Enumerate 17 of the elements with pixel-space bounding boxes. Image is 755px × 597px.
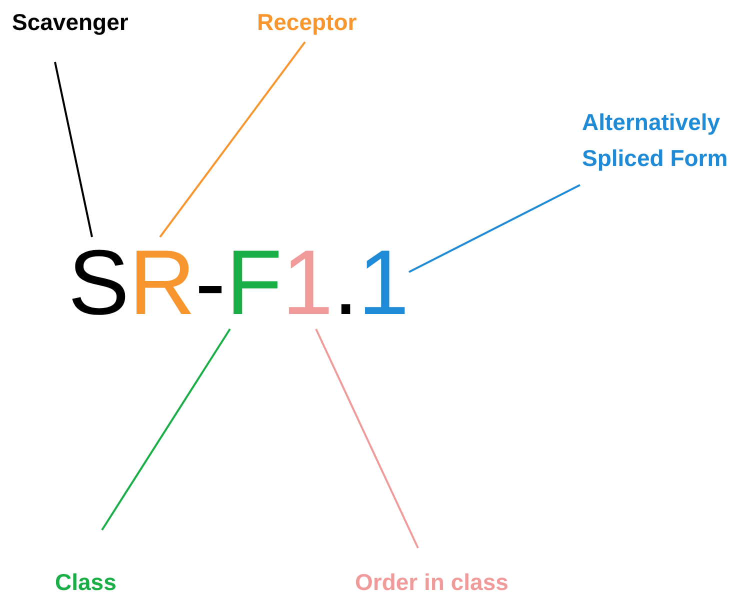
- leader-line: [315, 328, 419, 548]
- code-letter: R: [129, 237, 196, 329]
- code-digit: 1: [358, 237, 410, 329]
- code-digit: 1: [282, 237, 334, 329]
- leader-line: [54, 62, 93, 238]
- code-letter: F: [226, 237, 282, 329]
- part-label: Class: [55, 564, 116, 597]
- leader-line: [408, 184, 580, 273]
- part-label: Receptor: [257, 4, 357, 40]
- code-separator: -: [195, 237, 226, 329]
- part-label: Alternatively Spliced Form: [582, 104, 752, 176]
- code-separator: .: [333, 237, 359, 329]
- leader-line: [159, 41, 306, 238]
- part-label: Scavenger: [12, 4, 128, 40]
- part-label: Order in class: [355, 564, 508, 597]
- leader-line: [101, 328, 231, 531]
- code-letter: S: [68, 237, 130, 329]
